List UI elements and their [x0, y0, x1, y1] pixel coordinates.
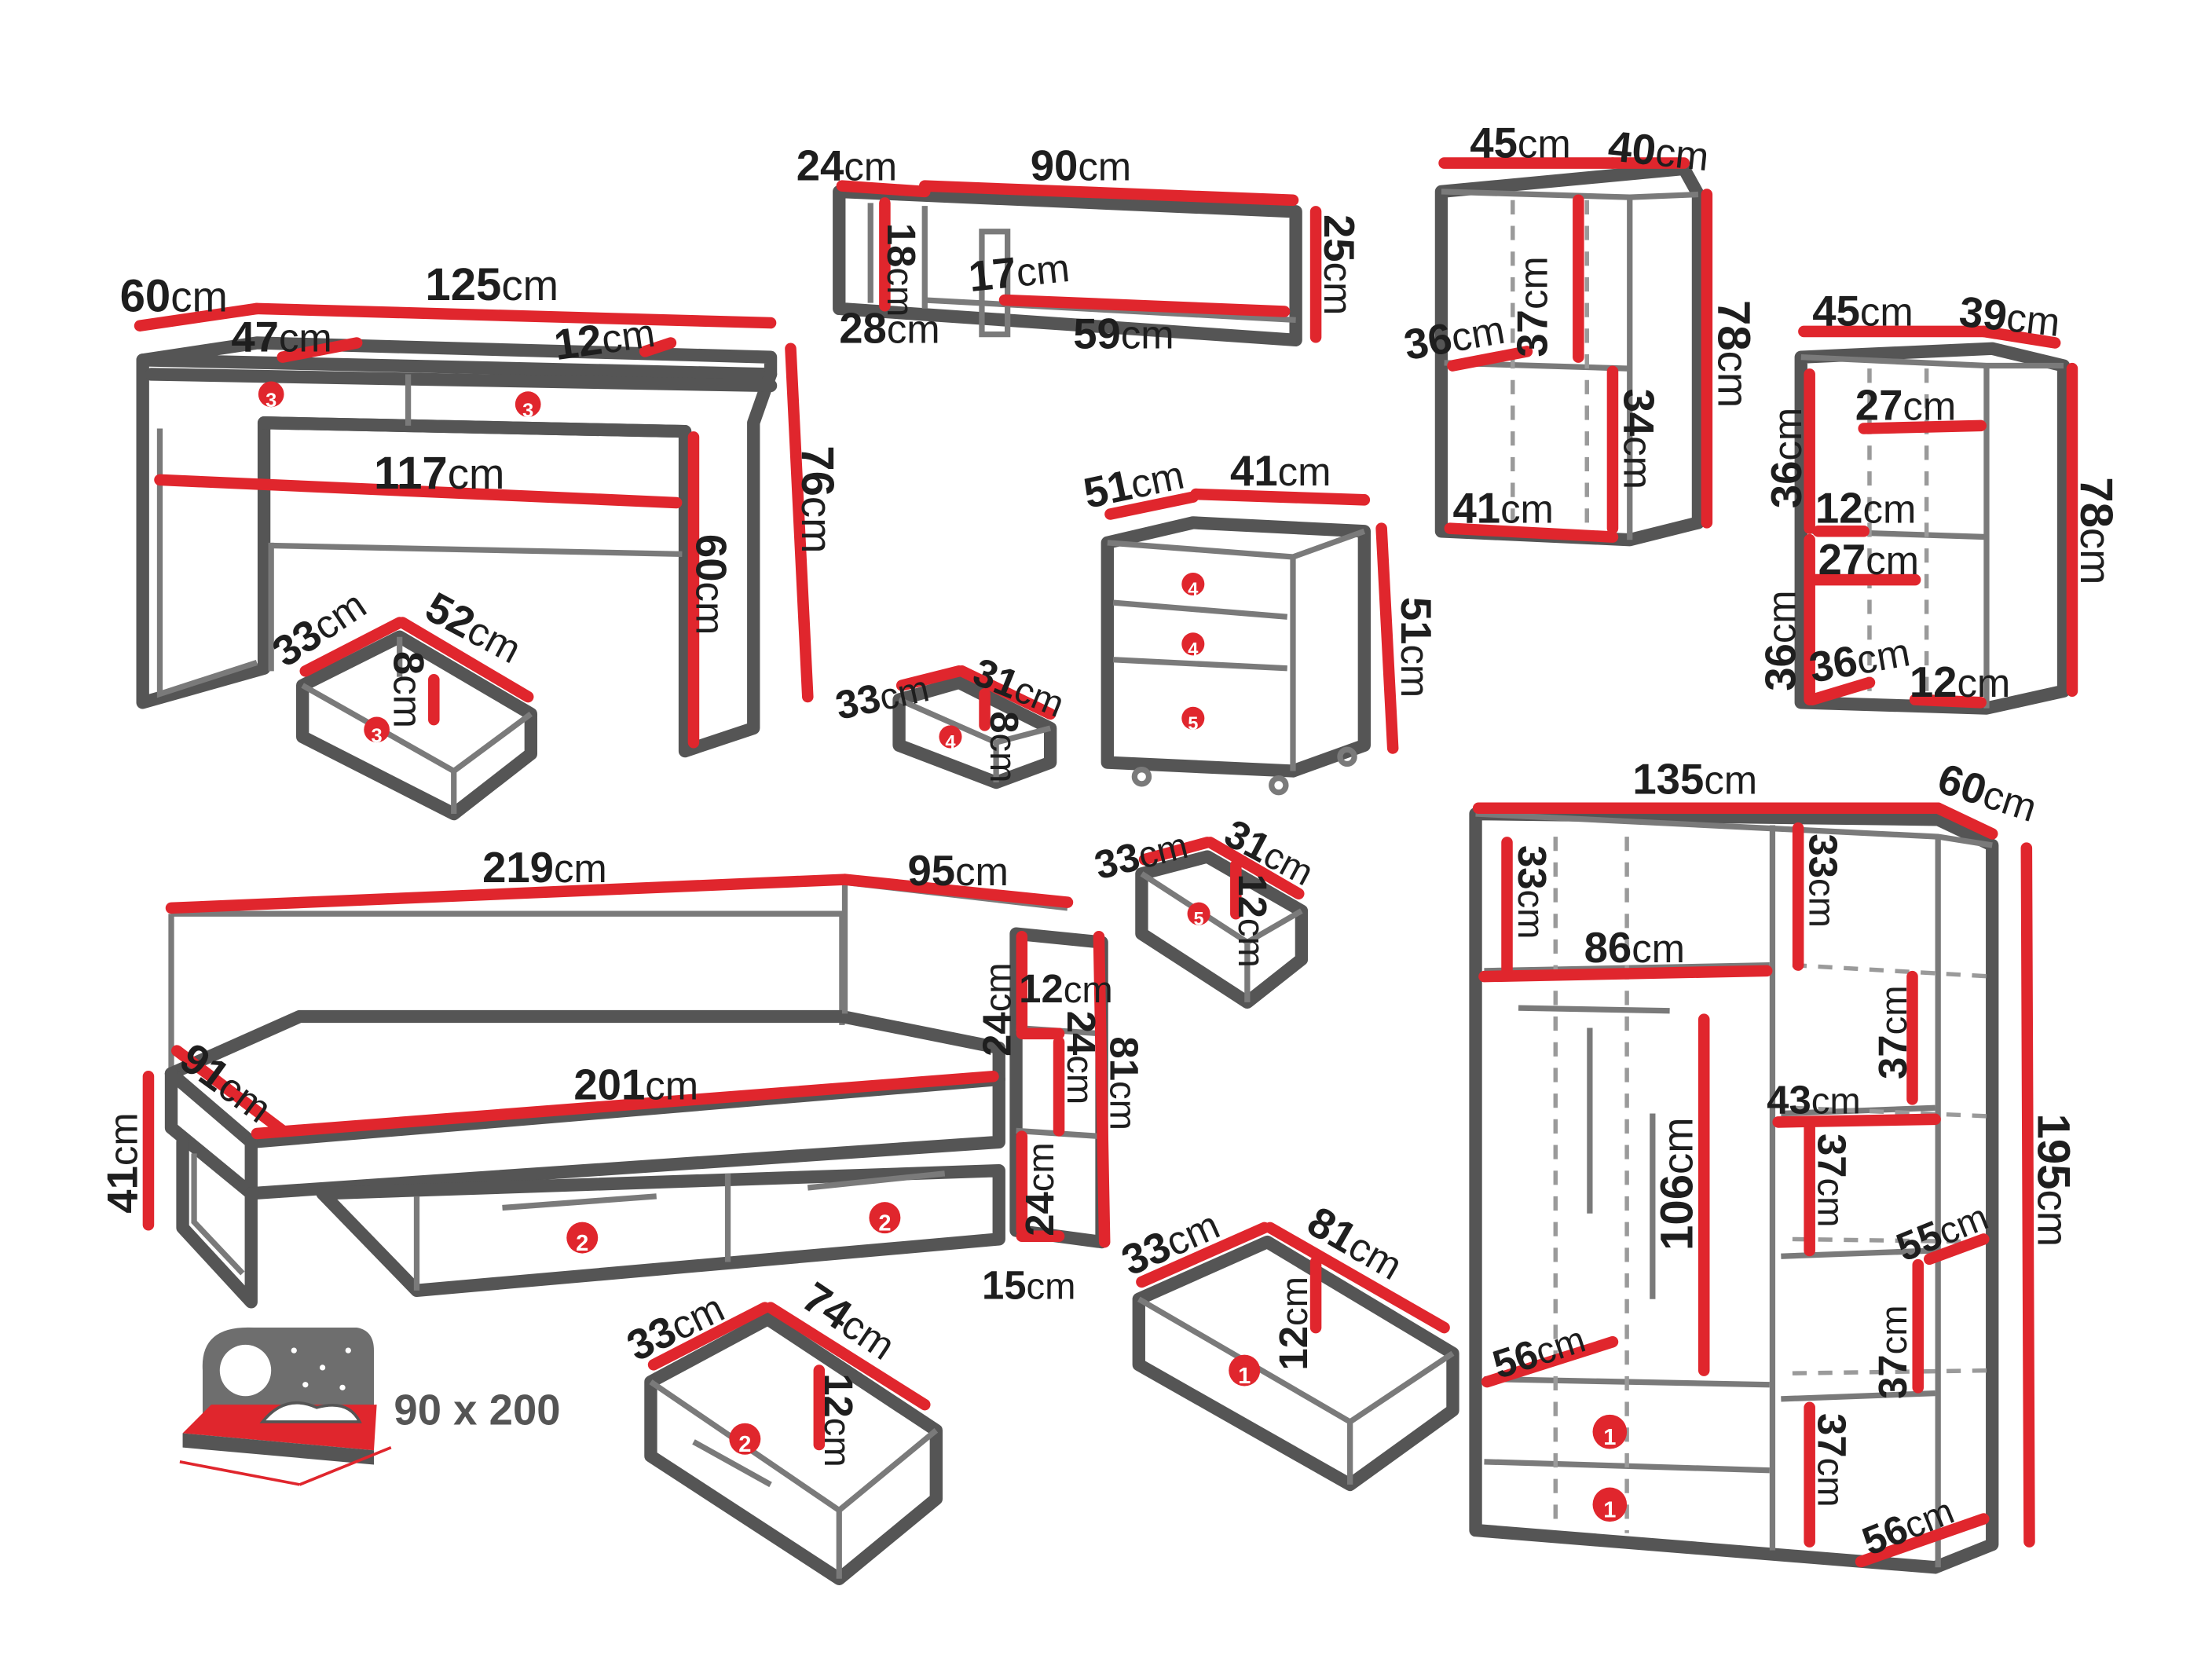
bed-drawer-small-height-label: 12cm: [816, 1373, 861, 1467]
cabinet1-bottom-height-label: 34cm: [1614, 389, 1662, 489]
bed-length-label: 219cm: [482, 844, 607, 892]
bed-badge-right: 2: [878, 1211, 891, 1236]
shelf-side-height-label: 18cm: [879, 223, 924, 317]
shelf-width-label: 90cm: [1031, 141, 1131, 189]
wall-shelf: 24cm 90cm 18cm 17cm 25cm 28cm 59cm: [797, 141, 1363, 357]
cabinet-2: 45cm 39cm 27cm 36cm 12cm 27cm 36cm 36cm …: [1757, 288, 2122, 715]
cabinet2-mid2-width-label: 27cm: [1818, 536, 1919, 584]
wardrobe-shelf-h2-label: 37cm: [1810, 1134, 1855, 1228]
cabinet2-mid-width-label: 12cm: [1815, 484, 1916, 532]
wardrobe-bottom-depth-label: 56cm: [1856, 1487, 1960, 1564]
desk-badge-right: 3: [522, 400, 533, 422]
cabinet2-bottom-height-label: 36cm: [1757, 590, 1805, 690]
cabinet1-depth-label: 40cm: [1606, 122, 1711, 180]
bed-base-height-label: 15cm: [982, 1263, 1076, 1308]
container-drawer-5-height-label: 12cm: [1230, 874, 1275, 968]
wardrobe-drawer-depth-label: 56cm: [1487, 1316, 1590, 1387]
wardrobe-shelf-h1-label: 37cm: [1870, 985, 1915, 1079]
desk-depth-label: 60cm: [120, 271, 228, 322]
cabinet2-bottom-width-label: 12cm: [1910, 658, 2010, 706]
wardrobe-shelf-h3-label: 37cm: [1870, 1305, 1915, 1399]
bed-height-label: 41cm: [98, 1112, 146, 1213]
bed-drawer-small: 2 33cm 74cm 12cm: [620, 1273, 943, 1585]
cabinet2-width-label: 45cm: [1812, 288, 1913, 335]
bed-shelf3-height-label: 24cm: [1017, 1142, 1062, 1236]
bed-drawer-big: 1 33cm 81cm 12cm: [1115, 1197, 1459, 1492]
bed: 2 2 219cm 95cm 91cm 201cm 41cm 24cm 12cm…: [98, 844, 1146, 1309]
desk-width-label: 125cm: [425, 259, 558, 310]
wardrobe: 1 1 135cm 60cm 33cm 33cm 86cm 37cm 43cm …: [1469, 754, 2078, 1574]
cabinet1-shelf-depth-label: 36cm: [1401, 305, 1508, 369]
drawer-container: 4 4 5 51cm 41cm 51cm: [1079, 447, 1440, 796]
container-drawer-4: 4 33cm 31cm 8cm: [832, 649, 1070, 789]
cabinet2-depth-label: 39cm: [1957, 288, 2062, 346]
wardrobe-top-right-height-label: 33cm: [1801, 833, 1846, 928]
container-depth-label: 51cm: [1079, 450, 1188, 518]
shelf-bottom-depth-label: 28cm: [839, 304, 939, 352]
cabinet1-height-label: 78cm: [1708, 300, 1759, 408]
desk-drawer-badge: 3: [372, 725, 383, 747]
bed-drawer-big-badge: 1: [1238, 1364, 1251, 1389]
bed-drawer-small-badge: 2: [738, 1432, 751, 1457]
wardrobe-rail-width-label: 86cm: [1584, 924, 1685, 972]
shelf-inner-width-label: 17cm: [966, 243, 1071, 301]
bed-inner-length-label: 201cm: [573, 1060, 698, 1108]
shelf-height-label: 25cm: [1315, 214, 1363, 315]
container-badge-2: 4: [1188, 639, 1198, 660]
cabinet1-width-label: 45cm: [1470, 119, 1570, 167]
container-drawer-4-depth-label: 33cm: [832, 665, 933, 728]
container-drawer-5: 5 33cm 31cm 12cm: [1090, 811, 1320, 1009]
cabinet2-top-width-label: 27cm: [1855, 382, 1956, 430]
cabinet1-bottom-width-label: 41cm: [1452, 484, 1553, 532]
cabinet2-bottom-depth-label: 36cm: [1806, 627, 1914, 691]
desk-drawer-height-label: 8cm: [384, 651, 432, 728]
wardrobe-height-label: 195cm: [2027, 1114, 2078, 1247]
desk-drawer: 3 33cm 52cm 8cm: [264, 582, 538, 821]
desk-inner-width-label: 117cm: [374, 448, 504, 499]
desk-leg-height-label: 60cm: [687, 534, 735, 635]
wardrobe-badge-top: 1: [1603, 1425, 1616, 1450]
desk-height-label: 76cm: [792, 445, 843, 553]
wardrobe-width-label: 135cm: [1632, 756, 1757, 804]
cabinet2-top-height-label: 36cm: [1763, 408, 1811, 508]
container-badge-1: 4: [1188, 580, 1198, 600]
shelf-side-depth-label: 24cm: [797, 141, 897, 189]
cabinet-1: 45cm 40cm 37cm 36cm 78cm 34cm 41cm: [1401, 119, 1759, 547]
cabinet2-height-label: 78cm: [2071, 477, 2122, 584]
bed-size-icon: 90 x 200: [179, 1327, 561, 1486]
desk: 3 3 60cm 125cm 47cm 12cm 117cm 76cm 60cm: [120, 259, 843, 758]
shelf-bottom-width-label: 59cm: [1073, 310, 1174, 358]
desk-badge-left: 3: [266, 390, 276, 412]
container-badge-3: 5: [1188, 714, 1198, 734]
container-drawer-4-height-label: 8cm: [982, 711, 1027, 782]
wardrobe-shelf-width-label: 43cm: [1767, 1078, 1861, 1123]
bed-depth-label: 95cm: [907, 847, 1008, 895]
bed-size-label: 90 x 200: [394, 1386, 560, 1434]
desk-drawer-gap-label: 12cm: [551, 308, 658, 369]
wardrobe-shelf-h4-label: 37cm: [1810, 1413, 1855, 1507]
container-height-label: 51cm: [1392, 597, 1440, 698]
bed-badge-left: 2: [576, 1231, 588, 1256]
cabinet1-top-height-label: 37cm: [1508, 256, 1556, 357]
container-drawer-5-depth-label: 33cm: [1090, 822, 1192, 888]
container-drawer-5-badge: 5: [1194, 910, 1204, 930]
bed-shelf1-height-label: 24cm: [974, 962, 1019, 1057]
wardrobe-badge-bottom: 1: [1603, 1498, 1616, 1523]
bed-shelf2-height-label: 24cm: [1059, 1011, 1104, 1105]
bed-shelf-depth-label: 12cm: [1019, 966, 1113, 1011]
bed-total-height-label: 81cm: [1101, 1036, 1146, 1130]
container-drawer-4-badge: 4: [945, 732, 955, 753]
wardrobe-hang-height-label: 106cm: [1652, 1117, 1703, 1251]
desk-drawer-width-label: 47cm: [231, 313, 331, 361]
container-width-label: 41cm: [1230, 447, 1331, 495]
bed-drawer-big-height-label: 12cm: [1271, 1277, 1316, 1371]
wardrobe-top-left-height-label: 33cm: [1510, 845, 1555, 940]
